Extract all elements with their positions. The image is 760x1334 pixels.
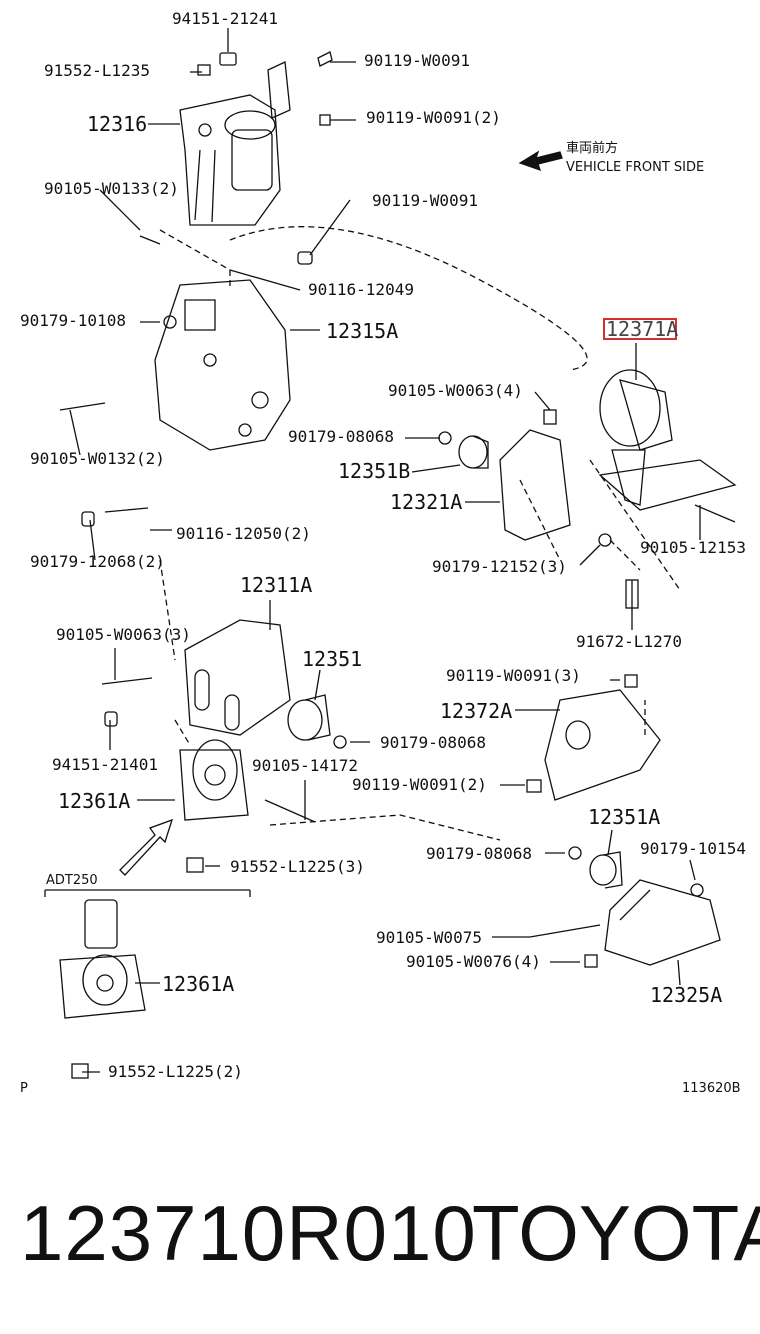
mount-12361A-adt250: [44, 889, 251, 1019]
hollow-arrow-icon: [119, 818, 174, 876]
bracket-12325A: [604, 879, 721, 966]
vehicle-front-en: VEHICLE FRONT SIDE: [566, 160, 705, 175]
label-90179-08068-c: 90179-08068: [426, 844, 532, 863]
label-90179-10154: 90179-10154: [640, 839, 746, 858]
label-91552-L1235: 91552-L1235: [44, 61, 150, 80]
label-90105-W0063-3: 90105-W0063(3): [56, 625, 191, 644]
vehicle-front-jp: 車両前方: [566, 141, 619, 156]
label-90179-08068: 90179-08068: [288, 427, 394, 446]
label-12351B: 12351B: [338, 459, 411, 483]
label-p: P: [20, 1081, 28, 1096]
label-90119-W0091: 90119-W0091: [364, 51, 470, 70]
label-12351A: 12351A: [588, 805, 661, 829]
label-90179-08068-b: 90179-08068: [380, 733, 486, 752]
bushing-12351A: [589, 851, 623, 889]
engine-mount-12371A: [598, 369, 737, 511]
bracket-12315A: [154, 279, 291, 451]
label-12372A: 12372A: [440, 699, 513, 723]
solid-leader-lines: [69, 28, 701, 1073]
bracket-12321A: [458, 429, 571, 541]
label-90105-W0132-2: 90105-W0132(2): [30, 449, 165, 468]
label-adt250: ADT250: [46, 873, 98, 888]
fastener-icons: [59, 51, 736, 1079]
bushing-12351: [287, 694, 331, 741]
dashed-leader-lines: [159, 226, 681, 841]
label-90116-12050-2: 90116-12050(2): [176, 524, 311, 543]
label-90179-12152-3: 90179-12152(3): [432, 557, 567, 576]
mount-12372A: [544, 689, 661, 801]
label-12361A: 12361A: [58, 789, 131, 813]
label-94151-21401: 94151-21401: [52, 755, 158, 774]
label-12351: 12351: [302, 647, 363, 671]
label-12316: 12316: [87, 112, 148, 136]
mount-12361A: [179, 739, 249, 821]
label-90105-W0075: 90105-W0075: [376, 928, 482, 947]
label-90116-12049: 90116-12049: [308, 280, 414, 299]
label-12361A-b: 12361A: [162, 972, 235, 996]
exploded-parts-diagram: [44, 28, 737, 1079]
footer-part-number: 123710R010: [20, 1189, 477, 1277]
label-91552-L1225-2: 91552-L1225(2): [108, 1062, 243, 1081]
label-90119-W0091-b: 90119-W0091: [372, 191, 478, 210]
label-12325A: 12325A: [650, 983, 723, 1007]
label-12321A: 12321A: [390, 490, 463, 514]
label-diagram-id: 113620B: [682, 1081, 741, 1096]
label-90119-W0091-2: 90119-W0091(2): [366, 108, 501, 127]
label-90119-W0091-3: 90119-W0091(3): [446, 666, 581, 685]
label-90105-14172: 90105-14172: [252, 756, 358, 775]
engine-mount-12316: [179, 61, 291, 226]
label-91672-L1270: 91672-L1270: [576, 632, 682, 651]
label-90105-W0063-4: 90105-W0063(4): [388, 381, 523, 400]
bracket-12311A: [184, 619, 291, 736]
label-94151-21241: 94151-21241: [172, 9, 278, 28]
label-90119-W0091-2-b: 90119-W0091(2): [352, 775, 487, 794]
vehicle-front-arrow-icon: [518, 150, 563, 172]
label-90105-12153: 90105-12153: [640, 538, 746, 557]
label-90179-12068-2: 90179-12068(2): [30, 552, 165, 571]
footer-brand: TOYOTA: [472, 1189, 760, 1277]
label-12371A-highlighted: 12371A: [606, 317, 679, 341]
label-90105-W0133-2: 90105-W0133(2): [44, 179, 179, 198]
label-90105-W0076-4: 90105-W0076(4): [406, 952, 541, 971]
label-90179-10108: 90179-10108: [20, 311, 126, 330]
label-12311A: 12311A: [240, 573, 313, 597]
label-12315A: 12315A: [326, 319, 399, 343]
highlight-box: [603, 318, 677, 340]
label-91552-L1225-3: 91552-L1225(3): [230, 857, 365, 876]
